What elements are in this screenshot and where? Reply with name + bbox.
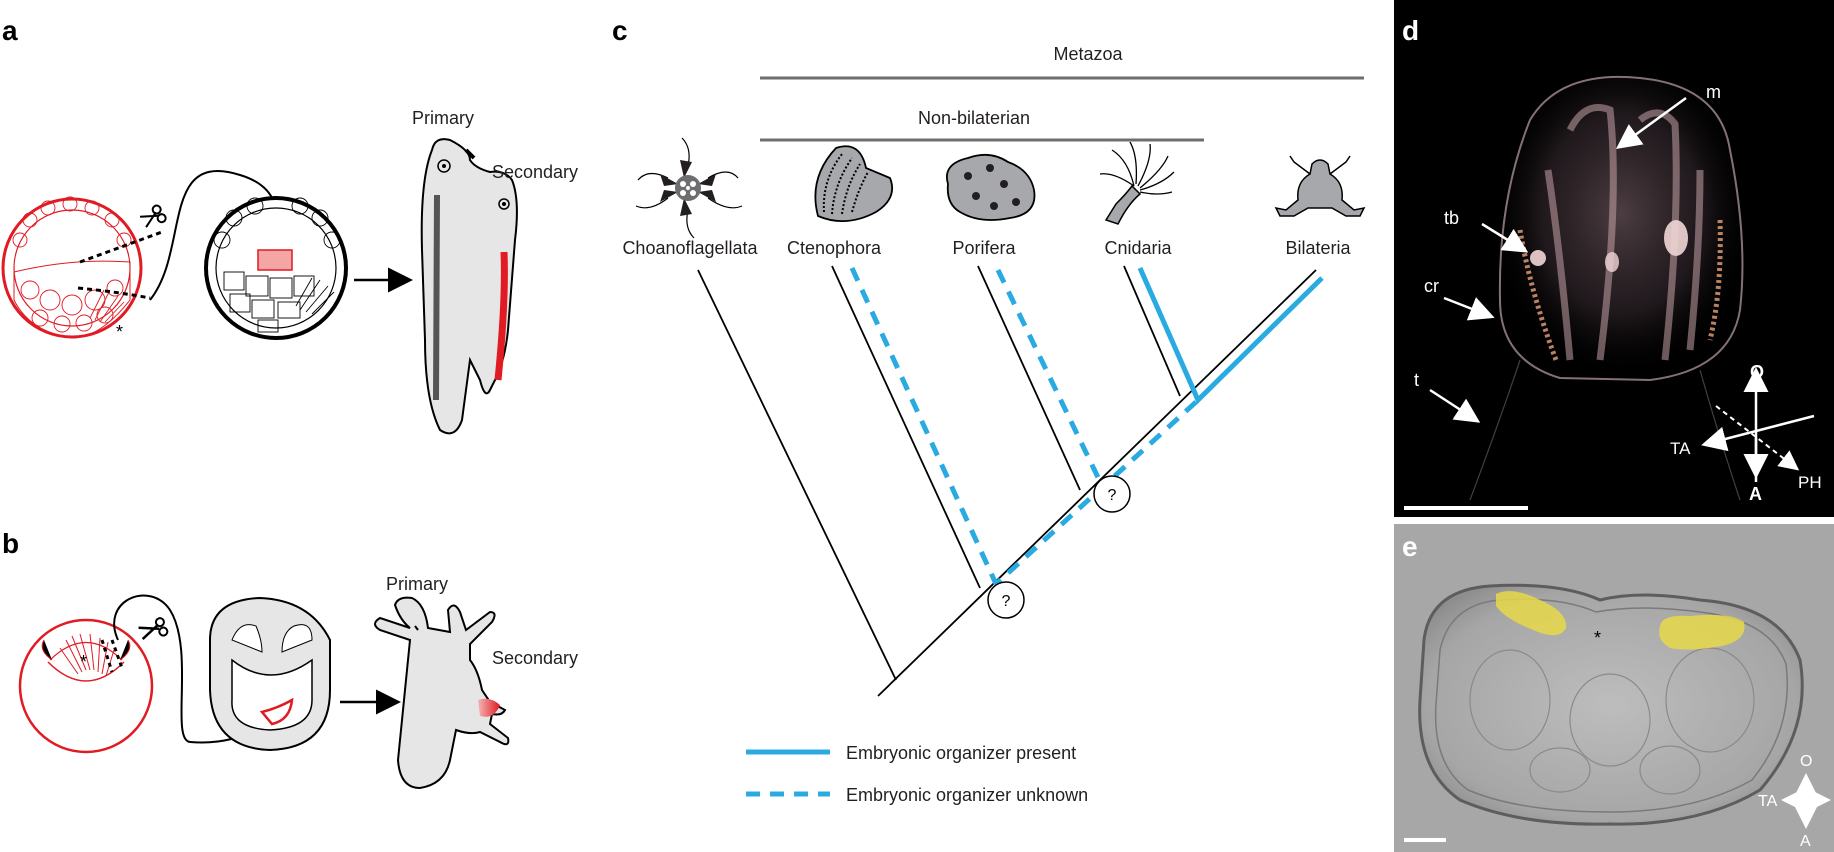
axis-d-aboral: A xyxy=(1749,484,1762,504)
axis-d-pharyngeal: PH xyxy=(1798,473,1822,492)
axis-d-tentacular: TA xyxy=(1670,439,1691,458)
panel-e-letter: e xyxy=(1402,531,1418,562)
label-primary-b: Primary xyxy=(386,574,448,594)
taxon-cnidaria: Cnidaria xyxy=(1104,238,1172,258)
frog-icon xyxy=(1274,155,1366,217)
transfer-arrow-b xyxy=(113,594,269,744)
embryo-star: * xyxy=(1594,628,1601,648)
metazoa-label: Metazoa xyxy=(1053,44,1123,64)
unknown-node-2-label: ? xyxy=(1108,487,1117,504)
arrow-t xyxy=(1429,388,1481,423)
donor-embryo-b: * xyxy=(18,618,154,754)
unknown-node-1: ? xyxy=(987,581,1025,619)
ctenophore-photo xyxy=(1469,75,1744,501)
result-polyp-b xyxy=(374,596,510,790)
taxon-bilateria: Bilateria xyxy=(1285,238,1351,258)
panel-b-letter: b xyxy=(2,528,19,559)
label-tb: tb xyxy=(1444,208,1459,228)
axis-d-oral: O xyxy=(1750,362,1764,382)
legend-unknown-label: Embryonic organizer unknown xyxy=(846,785,1088,805)
non-bilaterian-label: Non-bilaterian xyxy=(918,108,1030,128)
choanoflagellate-icon xyxy=(635,137,743,239)
taxon-choanoflagellata: Choanoflagellata xyxy=(622,238,758,258)
arrow-cr xyxy=(1443,296,1495,321)
panel-c: c Metazoa Non-bilaterian xyxy=(612,15,1366,805)
label-m: m xyxy=(1706,82,1721,102)
panel-c-letter: c xyxy=(612,15,628,46)
panel-d-letter: d xyxy=(1402,15,1419,46)
organizer-region-right xyxy=(1659,614,1745,650)
scissors-icon xyxy=(140,204,167,228)
organizer-present-lines xyxy=(1137,266,1324,405)
arrow-m xyxy=(1615,96,1687,149)
unknown-node-1-label: ? xyxy=(1002,593,1011,610)
taxon-ctenophora: Ctenophora xyxy=(787,238,882,258)
legend: Embryonic organizer present Embryonic or… xyxy=(746,743,1088,805)
panel-e: e * O A TA xyxy=(1394,524,1834,852)
sponge-icon xyxy=(946,153,1036,221)
embryo-photo xyxy=(1418,583,1804,826)
cut-line-a2 xyxy=(77,286,151,300)
tree-branches xyxy=(697,265,1317,697)
host-embryo-a xyxy=(204,196,348,340)
cut-line-a1 xyxy=(79,230,163,264)
panel-a: a * xyxy=(1,15,578,435)
panel-d: d m tb cr t O A TA PH xyxy=(1394,0,1834,517)
arrow-tb xyxy=(1481,222,1529,253)
axis-e-aboral: A xyxy=(1800,833,1811,850)
label-secondary-a: Secondary xyxy=(492,162,578,182)
label-primary-a: Primary xyxy=(412,108,474,128)
result-embryo-a xyxy=(420,138,518,435)
legend-present-label: Embryonic organizer present xyxy=(846,743,1076,763)
axis-cross-e: O A TA xyxy=(1758,753,1831,850)
organizer-region-left xyxy=(1496,591,1567,636)
donor-star-b: * xyxy=(80,652,87,672)
panel-a-letter: a xyxy=(2,15,18,46)
donor-embryo-a: * xyxy=(1,196,143,342)
organizer-unknown-lines xyxy=(849,266,1198,586)
donor-star-a: * xyxy=(116,322,123,342)
taxon-porifera: Porifera xyxy=(952,238,1016,258)
host-embryo-b xyxy=(209,596,331,752)
panel-separator xyxy=(1394,517,1834,524)
axis-cross-d: O A TA PH xyxy=(1670,362,1822,504)
axis-e-oral: O xyxy=(1800,753,1812,770)
unknown-node-2: ? xyxy=(1093,475,1131,513)
label-t: t xyxy=(1414,370,1419,390)
axis-e-tentacular: TA xyxy=(1758,793,1778,810)
cnidarian-icon xyxy=(1099,141,1175,225)
label-cr: cr xyxy=(1424,276,1439,296)
label-secondary-b: Secondary xyxy=(492,648,578,668)
ctenophore-icon xyxy=(814,145,894,222)
panel-b: b * xyxy=(2,528,578,790)
scissors-icon-b xyxy=(138,617,169,640)
cut-line-b xyxy=(100,639,124,673)
